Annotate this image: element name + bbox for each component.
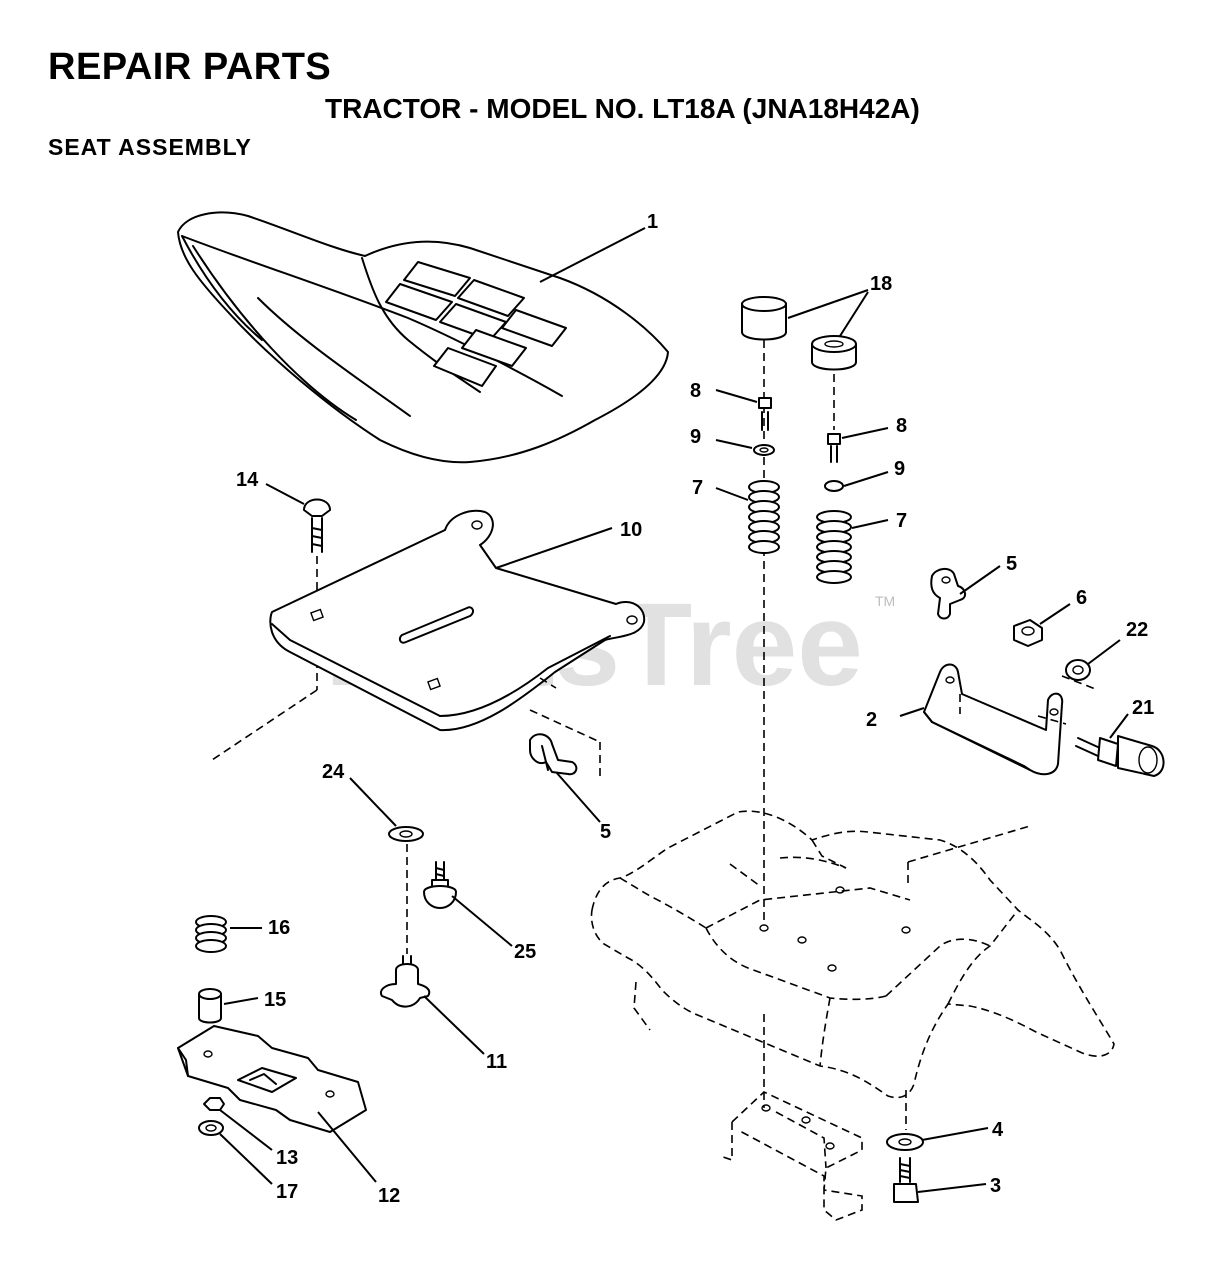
- nut-part: 6: [1013, 587, 1087, 647]
- shoulder-bolt-part: 21: [1075, 697, 1165, 777]
- spacer-part-15: 15: [198, 988, 286, 1024]
- callout-7: 7: [692, 477, 703, 499]
- plate-part-12: 12: [177, 1025, 400, 1207]
- bolt-washer-spring-right: 8 9 7: [816, 415, 907, 584]
- nut-washer-13-17: 13 17: [198, 1097, 298, 1203]
- bolt-part-3: 3: [893, 1157, 1001, 1203]
- spacer-part: 18: [741, 273, 892, 371]
- callout-18: 18: [870, 273, 892, 295]
- seat-pan-part: 10: [211, 510, 646, 780]
- screw-part-25: 25: [423, 861, 536, 963]
- callout-16: 16: [268, 917, 290, 939]
- leader-line: [539, 227, 646, 283]
- seat-part: 1: [177, 211, 669, 464]
- callout-6: 6: [1076, 587, 1087, 609]
- washer-part-4: 4: [886, 1119, 1004, 1151]
- callout-2: 2: [866, 709, 877, 731]
- hinge-bracket-part: 2: [866, 663, 1067, 776]
- callout-15: 15: [264, 989, 286, 1011]
- callout-17: 17: [276, 1181, 298, 1203]
- tractor-frame-part: [590, 810, 1115, 1221]
- callout-5b: 5: [1006, 553, 1017, 575]
- callout-4: 4: [992, 1119, 1004, 1141]
- clip-part-lower: 5: [529, 733, 611, 843]
- callout-24: 24: [322, 761, 345, 783]
- section-title: SEAT ASSEMBLY: [48, 134, 252, 160]
- latch-part: 5: [930, 553, 1017, 620]
- callout-12: 12: [378, 1185, 400, 1207]
- model-subtitle: TRACTOR - MODEL NO. LT18A (JNA18H42A): [325, 93, 920, 124]
- callout-8: 8: [690, 380, 701, 402]
- callout-13: 13: [276, 1147, 298, 1169]
- spring-part-16: 16: [195, 915, 290, 953]
- callout-1: 1: [647, 211, 658, 233]
- bolt-washer-spring-left: 8 9 7: [690, 380, 780, 554]
- callout-10: 10: [620, 519, 642, 541]
- callout-11: 11: [486, 1051, 507, 1073]
- callout-8b: 8: [896, 415, 907, 437]
- page-title: REPAIR PARTS: [48, 46, 332, 88]
- callout-5: 5: [600, 821, 611, 843]
- callout-21: 21: [1132, 697, 1154, 719]
- callout-9b: 9: [894, 458, 905, 480]
- callout-14: 14: [236, 469, 259, 491]
- washer-part-24: 24: [322, 761, 424, 954]
- callout-7b: 7: [896, 510, 907, 532]
- knob-part-11: 11: [380, 955, 507, 1073]
- callout-25: 25: [514, 941, 536, 963]
- callout-9: 9: [690, 426, 701, 448]
- bushing-part: 22: [1061, 619, 1148, 691]
- callout-22: 22: [1126, 619, 1148, 641]
- watermark-trademark: TM: [875, 593, 895, 609]
- callout-3: 3: [990, 1175, 1001, 1197]
